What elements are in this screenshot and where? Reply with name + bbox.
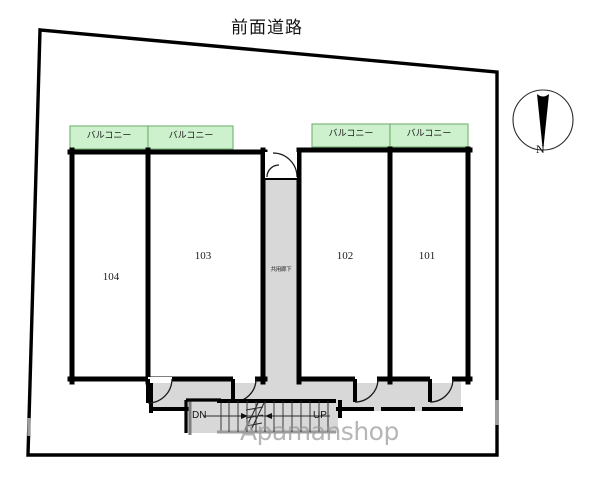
compass-needle [537,94,549,152]
site-boundary-outline [26,28,499,457]
balcony-group [69,123,469,150]
doors-group [146,152,454,404]
unit-label-104: 104 [102,271,120,283]
corridor-vertical-fill [263,160,299,379]
door-corridor-entry-arc-right [272,152,298,178]
door-unit-102 [353,376,379,403]
unit-label-102: 102 [336,250,354,262]
unit-label-101: 101 [418,250,436,262]
compass-north-letter: N [536,142,545,156]
stair-break-symbol [244,402,265,431]
balcony-label-102: バルコニー [328,129,374,139]
unit-label-103: 103 [194,250,212,262]
balcony-label-103: バルコニー [168,131,214,141]
stair-arrow-up [265,413,272,419]
door-corridor-entry [261,152,301,178]
building-walls [67,146,473,413]
common-corridor-label: 共用廊下 [270,267,292,273]
stair-down-label: DN [192,410,207,421]
balcony-label-101: バルコニー [406,129,452,139]
staircase [184,398,342,435]
door-unit-104 [146,377,173,404]
balcony-101 [389,123,469,148]
balcony-103 [147,125,234,150]
door-unit-104-arc [147,378,173,404]
stair-treads [228,401,329,432]
balcony-label-104: バルコニー [86,131,132,141]
door-unit-101-arc [429,378,454,403]
stair-up-label: UP [313,410,327,421]
common-corridor-area [151,160,461,433]
door-unit-102-arc [354,378,379,403]
compass-rose [512,89,574,152]
door-unit-102-opening [355,376,377,383]
door-unit-104-opening [148,377,172,383]
stair-arrow-down [241,413,248,419]
front-road-label: 前面道路 [231,18,303,38]
door-unit-103-opening [233,376,255,383]
stair-landing-fill [186,400,338,433]
door-corridor-entry-arc-left [266,164,280,178]
compass-needle-notch [537,94,549,97]
door-unit-101 [428,376,454,403]
apamanshop-watermark: Apamanshop [240,417,399,446]
door-unit-101-opening [430,376,452,383]
site-boundary [26,28,499,457]
